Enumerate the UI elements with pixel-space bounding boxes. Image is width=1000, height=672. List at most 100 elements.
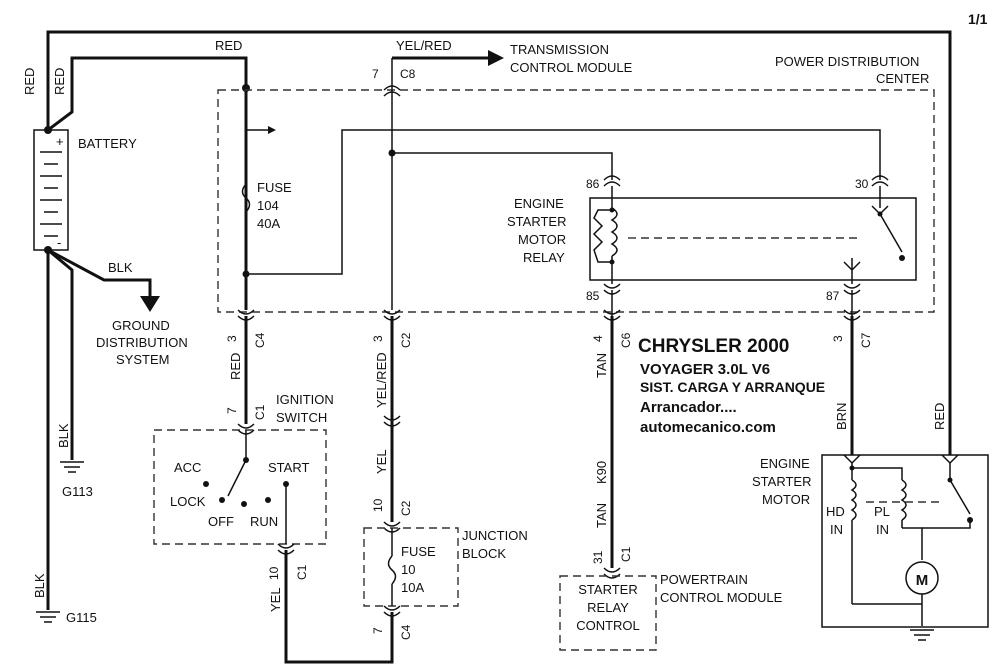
c1-ign-label: C1 [253, 404, 267, 420]
pcm-l1: POWERTRAIN [660, 572, 748, 587]
starter-ground-icon [910, 629, 934, 641]
starter-motor-box [821, 454, 989, 628]
relay-coil-icon [592, 186, 618, 284]
ign-off: OFF [208, 514, 234, 529]
ground-dist-arrow-icon [140, 296, 160, 312]
pl-l2: IN [876, 522, 889, 537]
battery: + - [33, 129, 69, 251]
ground-g113-icon [60, 461, 84, 473]
c4-pin: 3 [225, 335, 239, 342]
c7-pin: 3 [831, 335, 845, 342]
relay-pin86: 86 [586, 177, 600, 191]
wire-tan-lower: TAN [594, 503, 609, 528]
c8-pin: 7 [372, 67, 379, 81]
title-line-3: SIST. CARGA Y ARRANQUE [640, 379, 825, 395]
pl-l1: PL [874, 504, 890, 519]
c2-jb-pin: 10 [371, 498, 385, 512]
ign-lock: LOCK [170, 494, 206, 509]
fuse10-l1: FUSE [401, 544, 436, 559]
c4-label: C4 [253, 332, 267, 348]
splice-arrow-icon [268, 126, 276, 134]
wire-red-c4: RED [228, 353, 243, 380]
relay-l3: MOTOR [518, 232, 566, 247]
jb-l1: JUNCTION [462, 528, 528, 543]
starter-solenoid-icon [849, 463, 923, 604]
battery-label: BATTERY [78, 136, 137, 151]
c1-pcm-label: C1 [619, 546, 633, 562]
ground-dist-l2: DISTRIBUTION [96, 335, 188, 350]
wire-red-top: RED [215, 38, 242, 53]
battery-minus-label: - [57, 235, 61, 250]
ign-run: RUN [250, 514, 278, 529]
junction-block-box [363, 527, 459, 607]
relay-pin87: 87 [826, 289, 840, 303]
relay-pin30: 30 [855, 177, 869, 191]
wire-red-left-b: RED [52, 68, 67, 95]
hd-l2: IN [830, 522, 843, 537]
pdc-box [217, 89, 935, 313]
c1-pcm-pin: 31 [591, 550, 605, 564]
pcm-box-l2: RELAY [587, 600, 629, 615]
title-line-1: CHRYSLER 2000 [638, 336, 789, 357]
ground-g115-label: G115 [66, 610, 97, 625]
yel-start-wire [284, 550, 394, 664]
motor-l3: MOTOR [762, 492, 810, 507]
wire-tan-c6: TAN [594, 353, 609, 378]
fuse104-l2: 104 [257, 198, 279, 213]
wire-red-right: RED [932, 403, 947, 430]
ground-dist-l3: SYSTEM [116, 352, 169, 367]
ign-start: START [268, 460, 309, 475]
wire-k90: K90 [594, 461, 609, 484]
wire-blk-g115: BLK [32, 573, 47, 598]
c1-ign-out-pin: 10 [267, 566, 281, 580]
relay-contact-icon [843, 186, 905, 284]
fuse10-l3: 10A [401, 580, 424, 595]
ignition-switch-box [153, 429, 327, 545]
blk-wire-ground-dist [47, 248, 152, 296]
motor-l1: ENGINE [760, 456, 810, 471]
wire-yel-red-c2: YEL/RED [374, 352, 389, 408]
relay-pin85: 85 [586, 289, 600, 303]
c2-pin: 3 [371, 335, 385, 342]
wire-blk-ground: BLK [108, 260, 133, 275]
c7-label: C7 [859, 332, 873, 348]
relay86-feed-wire [392, 152, 613, 180]
wire-yel-bottom: YEL [268, 587, 283, 612]
pdc-label-2: CENTER [876, 71, 929, 86]
blk-wire-g113 [47, 248, 74, 460]
pcm-l2: CONTROL MODULE [660, 590, 783, 605]
fuse104-to-relay30-wire [246, 129, 881, 275]
title-line-2: VOYAGER 3.0L V6 [640, 361, 770, 378]
c6-pin: 4 [591, 335, 605, 342]
pcm-box-l3: CONTROL [576, 618, 640, 633]
starter-relay-box [589, 197, 917, 281]
tcm-label-1: TRANSMISSION [510, 42, 609, 57]
ground-dist-l1: GROUND [112, 318, 170, 333]
fuse-10-icon [387, 555, 397, 585]
c2-jb-label: C2 [399, 500, 413, 516]
starter-contact-icon [922, 463, 973, 529]
wire-brn-c7: BRN [834, 403, 849, 430]
fuse104-l1: FUSE [257, 180, 292, 195]
relay-l2: STARTER [507, 214, 566, 229]
c2-label: C2 [399, 332, 413, 348]
fuse-104-icon [241, 183, 251, 213]
relay-l4: RELAY [523, 250, 565, 265]
fuse10-l2: 10 [401, 562, 415, 577]
hd-l1: HD [826, 504, 845, 519]
ground-g115-icon [36, 611, 60, 623]
motor-l2: STARTER [752, 474, 811, 489]
tcm-arrow-icon [488, 50, 504, 66]
c1-ign-pin: 7 [225, 407, 239, 414]
ign-l2: SWITCH [276, 410, 327, 425]
red-wire-to-starter [46, 30, 952, 455]
wire-yel-red-top: YEL/RED [396, 38, 452, 53]
jb-l2: BLOCK [462, 546, 506, 561]
pdc-label-1: POWER DISTRIBUTION [775, 54, 919, 69]
title-line-5: automecanico.com [640, 419, 776, 436]
pcm-box [559, 575, 657, 651]
ign-l1: IGNITION [276, 392, 334, 407]
page-number: 1/1 [968, 11, 988, 27]
title-line-4: Arrancador.... [640, 399, 737, 416]
